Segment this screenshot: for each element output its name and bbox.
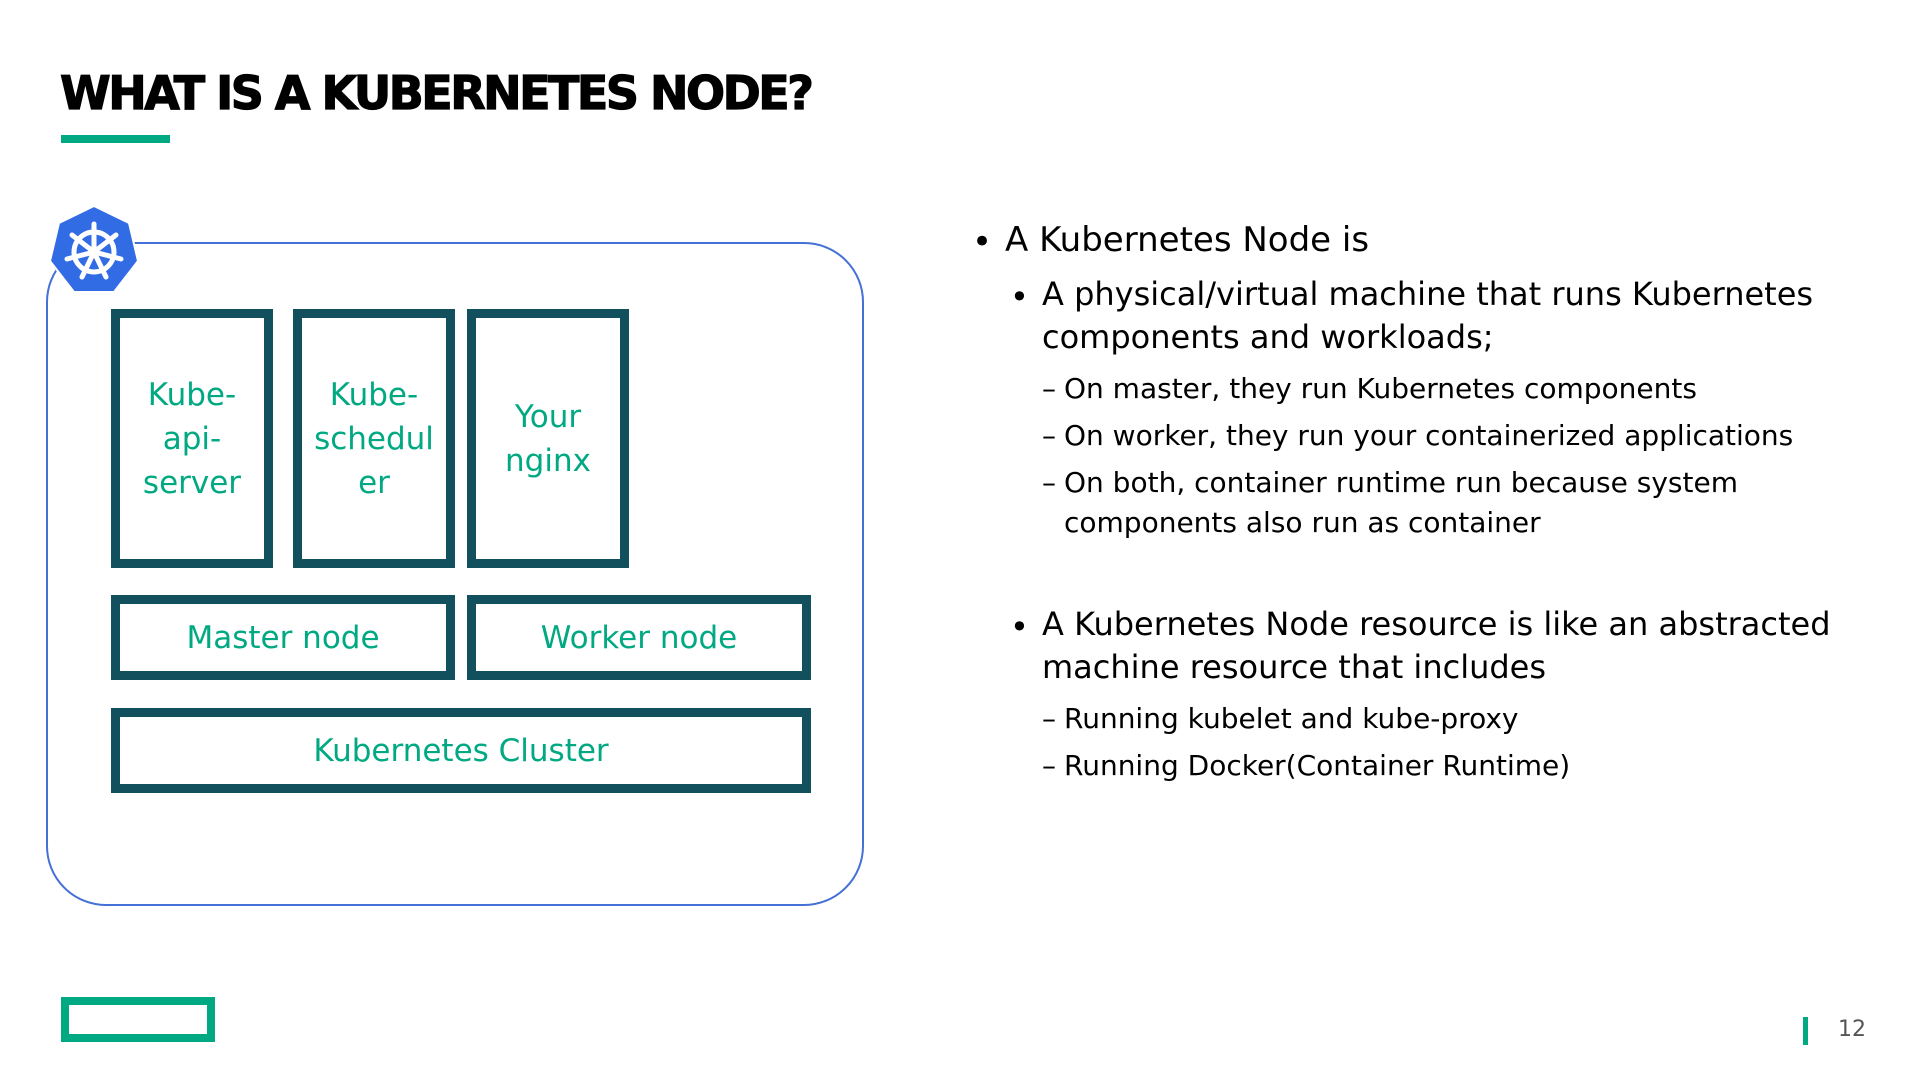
bullet-item1-line2: components and workloads; <box>1042 318 1494 356</box>
kubernetes-cluster-box: Kubernetes Cluster <box>111 708 811 793</box>
bullet-item1-sub3-line1: On both, container runtime run because s… <box>1064 466 1738 499</box>
bullet-item1-sub2: On worker, they run your containerized a… <box>1064 419 1794 452</box>
worker-node-box: Worker node <box>467 595 811 680</box>
bullet-item2-sub2: Running Docker(Container Runtime) <box>1064 749 1571 782</box>
sub-bullet-dash: – <box>1042 419 1056 452</box>
sub-bullet-dash: – <box>1042 372 1056 405</box>
sub-bullet-dash: – <box>1042 749 1056 782</box>
bullet-item1-sub1: On master, they run Kubernetes component… <box>1064 372 1697 405</box>
your-nginx-box: Your nginx <box>467 309 629 568</box>
slide-title: WHAT IS A KUBERNETES NODE? <box>59 65 814 120</box>
bullet-item1-sub3-line2: components also run as container <box>1064 506 1541 539</box>
bullet-dot: • <box>1010 608 1029 646</box>
bullet-item1-line1: A physical/virtual machine that runs Kub… <box>1042 275 1814 313</box>
kubernetes-logo-icon <box>48 204 140 293</box>
page-number: 12 <box>1838 1017 1866 1042</box>
bullet-item2-line2: machine resource that includes <box>1042 648 1547 686</box>
page-number-bar <box>1803 1017 1808 1045</box>
master-node-box: Master node <box>111 595 455 680</box>
kube-api-server-box: Kube- api- server <box>111 309 273 568</box>
bullet-dot: • <box>972 222 993 262</box>
sub-bullet-dash: – <box>1042 702 1056 735</box>
sub-bullet-dash: – <box>1042 466 1056 499</box>
hpe-logo-icon <box>61 997 215 1042</box>
bullet-dot: • <box>1010 278 1029 316</box>
cluster-frame <box>46 242 864 906</box>
bullet-item2-sub1: Running kubelet and kube-proxy <box>1064 702 1519 735</box>
bullet-item2-line1: A Kubernetes Node resource is like an ab… <box>1042 605 1831 643</box>
kube-scheduler-box: Kube- schedul er <box>293 309 455 568</box>
bullet-intro: A Kubernetes Node is <box>1005 220 1370 260</box>
title-underline <box>61 135 170 143</box>
